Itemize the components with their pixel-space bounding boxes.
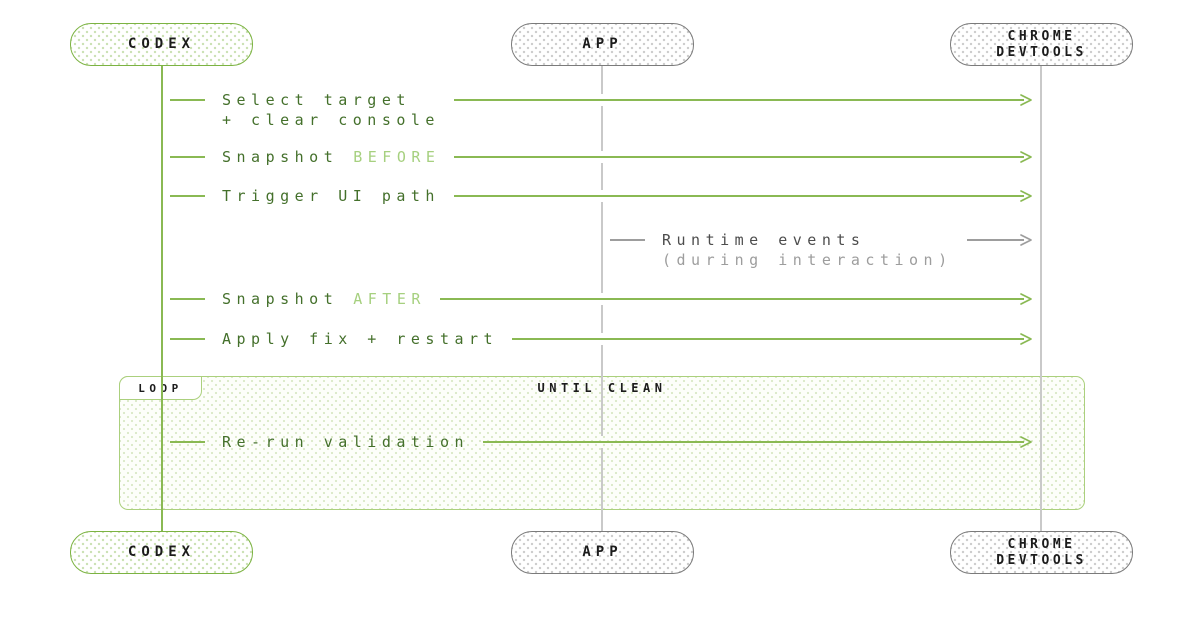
actor-app-top: APP [511, 23, 694, 66]
message-stub-line [170, 99, 205, 101]
message-stub-line [170, 298, 205, 300]
message-text: Snapshot [222, 290, 339, 308]
actor-label: APP [582, 36, 623, 52]
message-accent-text: BEFORE [353, 148, 441, 166]
message-trigger-ui-path: Trigger UI path [170, 186, 1034, 206]
message-arrow-line [453, 195, 1024, 197]
actor-label-line2: DEVTOOLS [996, 552, 1087, 568]
arrowhead-icon [1020, 333, 1032, 345]
loop-tab-label: LOOP [138, 382, 183, 395]
message-stub-line [610, 239, 645, 241]
actor-label: APP [582, 544, 623, 560]
message-stub-line [170, 156, 205, 158]
message-stub-line [170, 441, 205, 443]
loop-condition-label: UNTIL CLEAN [537, 381, 667, 395]
message-text: Runtime events [662, 231, 866, 249]
lifeline-app-segment [601, 448, 603, 531]
message-arrow-line [512, 338, 1024, 340]
message-accent-text: AFTER [353, 290, 426, 308]
message-rerun-validation: Re-run validation [170, 432, 1034, 452]
message-text: Trigger UI path [222, 187, 440, 205]
actor-label: CODEX [127, 36, 196, 52]
actor-label-line2: DEVTOOLS [996, 44, 1087, 60]
actor-label: CHROME [1007, 28, 1076, 44]
message-apply-fix-restart: Apply fix + restart [170, 329, 1034, 349]
actor-label: CHROME [1007, 536, 1076, 552]
message-stub-line [170, 195, 205, 197]
message-arrow-line [966, 239, 1024, 241]
message-text: Re-run validation [222, 433, 470, 451]
lifeline-app-segment [601, 305, 603, 333]
lifeline-devtools [1040, 66, 1042, 531]
actor-label: CODEX [127, 544, 196, 560]
message-arrow-line [454, 156, 1024, 158]
message-arrow-line [439, 298, 1024, 300]
actor-codex-top: CODEX [70, 23, 253, 66]
lifeline-app-segment [601, 66, 603, 94]
arrowhead-icon [1020, 94, 1032, 106]
message-text: Apply fix + restart [222, 330, 499, 348]
lifeline-codex [161, 66, 163, 531]
message-text-line2: + clear console [222, 111, 440, 129]
message-snapshot-before: Snapshot BEFORE [170, 147, 1034, 167]
message-select-target: Select target + clear console [170, 90, 1034, 130]
actor-codex-bottom: CODEX [70, 531, 253, 574]
arrowhead-icon [1020, 151, 1032, 163]
lifeline-app-segment [601, 202, 603, 293]
lifeline-app-segment [601, 106, 603, 151]
message-snapshot-after: Snapshot AFTER [170, 289, 1034, 309]
message-arrow-line [483, 441, 1024, 443]
message-arrow-line [453, 99, 1024, 101]
arrowhead-icon [1020, 190, 1032, 202]
message-runtime-events: Runtime events (during interaction) [610, 230, 1034, 270]
message-stub-line [170, 338, 205, 340]
arrowhead-icon [1020, 436, 1032, 448]
arrowhead-icon [1020, 293, 1032, 305]
lifeline-app-segment [601, 345, 603, 436]
message-text: Snapshot [222, 148, 339, 166]
actor-app-bottom: APP [511, 531, 694, 574]
loop-tab: LOOP [119, 376, 202, 400]
message-text: Select target [222, 91, 411, 109]
arrowhead-icon [1020, 234, 1032, 246]
message-text-line2: (during interaction) [662, 251, 953, 269]
lifeline-app-segment [601, 163, 603, 190]
